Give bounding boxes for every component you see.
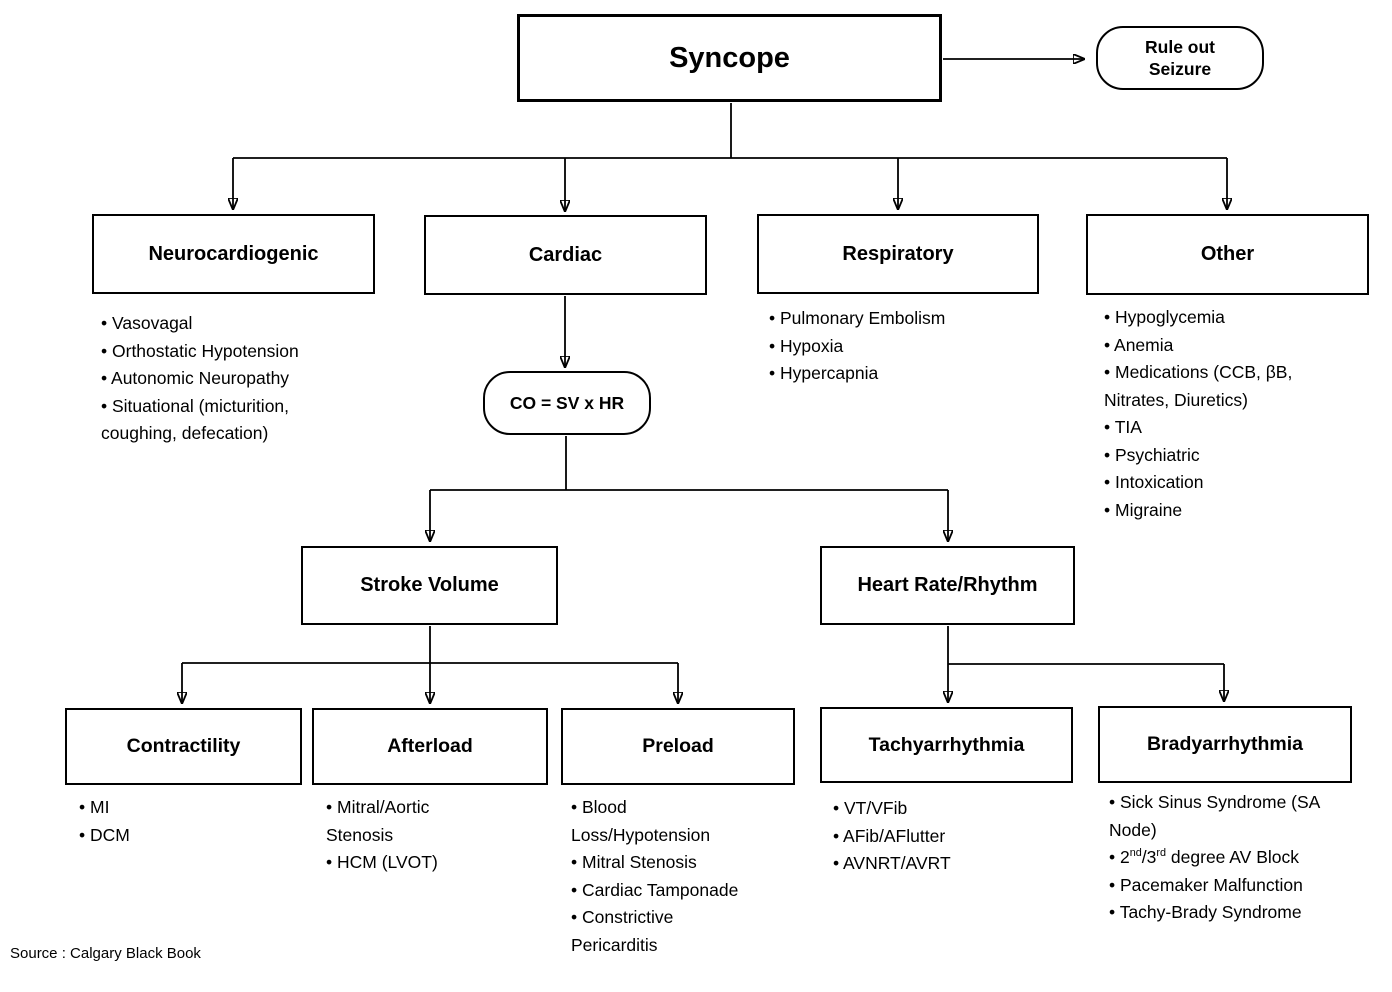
list-item: Hypoglycemia bbox=[1104, 304, 1366, 332]
neurocardiogenic-list: Vasovagal Orthostatic Hypotension Autono… bbox=[101, 310, 369, 448]
list-item: Anemia bbox=[1104, 332, 1366, 360]
list-item: DCM bbox=[79, 822, 289, 850]
rule-out-line: Seizure bbox=[1148, 59, 1212, 79]
list-item: 2nd/3rd degree AV Block bbox=[1109, 844, 1365, 872]
list-item: HCM (LVOT) bbox=[326, 849, 538, 877]
list-item: Tachy-Brady Syndrome bbox=[1109, 899, 1365, 927]
list-item: VT/VFib bbox=[833, 795, 1061, 823]
syncope-box: Syncope bbox=[517, 14, 942, 102]
neurocardiogenic-box: Neurocardiogenic bbox=[92, 214, 375, 294]
cardiac-box: Cardiac bbox=[424, 215, 707, 295]
respiratory-list: Pulmonary Embolism Hypoxia Hypercapnia bbox=[769, 305, 1019, 388]
afterload-box: Afterload bbox=[312, 708, 548, 785]
list-item: Mitral/Aortic bbox=[326, 794, 538, 822]
contractility-list: MI DCM bbox=[79, 794, 289, 849]
list-item: Pacemaker Malfunction bbox=[1109, 872, 1365, 900]
stroke-volume-box: Stroke Volume bbox=[301, 546, 558, 625]
list-item: Autonomic Neuropathy bbox=[101, 365, 369, 393]
tachyarrhythmia-box: Tachyarrhythmia bbox=[820, 707, 1073, 783]
list-item: Psychiatric bbox=[1104, 442, 1366, 470]
list-item: Orthostatic Hypotension bbox=[101, 338, 369, 366]
afterload-list: Mitral/Aortic Stenosis HCM (LVOT) bbox=[326, 794, 538, 877]
tachyarrhythmia-list: VT/VFib AFib/AFlutter AVNRT/AVRT bbox=[833, 795, 1061, 878]
list-item: Pulmonary Embolism bbox=[769, 305, 1019, 333]
source-caption: Source : Calgary Black Book bbox=[10, 945, 201, 962]
rule-out-seizure-node: Rule out Seizure bbox=[1096, 26, 1264, 90]
list-item: Medications (CCB, βB, bbox=[1104, 359, 1366, 387]
list-item-continuation: Node) bbox=[1109, 819, 1157, 840]
list-item: Migraine bbox=[1104, 497, 1366, 525]
list-item: Vasovagal bbox=[101, 310, 369, 338]
other-list: Hypoglycemia Anemia Medications (CCB, βB… bbox=[1104, 304, 1366, 524]
list-item-continuation: Stenosis bbox=[326, 824, 394, 845]
cardiac-output-formula-node: CO = SV x HR bbox=[483, 371, 651, 435]
contractility-box: Contractility bbox=[65, 708, 302, 785]
bradyarrhythmia-list: Sick Sinus Syndrome (SA Node) 2nd/3rd de… bbox=[1109, 789, 1365, 927]
list-item-continuation: coughing, defecation) bbox=[101, 423, 269, 443]
list-item: Hypercapnia bbox=[769, 360, 1019, 388]
other-box: Other bbox=[1086, 214, 1369, 295]
list-item-continuation: Nitrates, Diuretics) bbox=[1104, 389, 1248, 410]
list-item: Constrictive bbox=[571, 904, 789, 932]
list-item: Situational (micturition, bbox=[101, 393, 369, 421]
list-item: Intoxication bbox=[1104, 469, 1366, 497]
respiratory-box: Respiratory bbox=[757, 214, 1039, 294]
preload-box: Preload bbox=[561, 708, 795, 785]
list-item: Sick Sinus Syndrome (SA bbox=[1109, 789, 1365, 817]
list-item: AFib/AFlutter bbox=[833, 823, 1061, 851]
list-item: AVNRT/AVRT bbox=[833, 850, 1061, 878]
list-item-continuation: Loss/Hypotension bbox=[571, 824, 711, 845]
list-item-continuation: Pericarditis bbox=[571, 934, 658, 955]
list-item: Blood bbox=[571, 794, 789, 822]
list-item: TIA bbox=[1104, 414, 1366, 442]
rule-out-line: Rule out bbox=[1145, 37, 1215, 57]
list-item: Mitral Stenosis bbox=[571, 849, 789, 877]
bradyarrhythmia-box: Bradyarrhythmia bbox=[1098, 706, 1352, 783]
list-item: Hypoxia bbox=[769, 333, 1019, 361]
heart-rate-rhythm-box: Heart Rate/Rhythm bbox=[820, 546, 1075, 625]
list-item: Cardiac Tamponade bbox=[571, 877, 789, 905]
preload-list: Blood Loss/Hypotension Mitral Stenosis C… bbox=[571, 794, 789, 959]
list-item: MI bbox=[79, 794, 289, 822]
